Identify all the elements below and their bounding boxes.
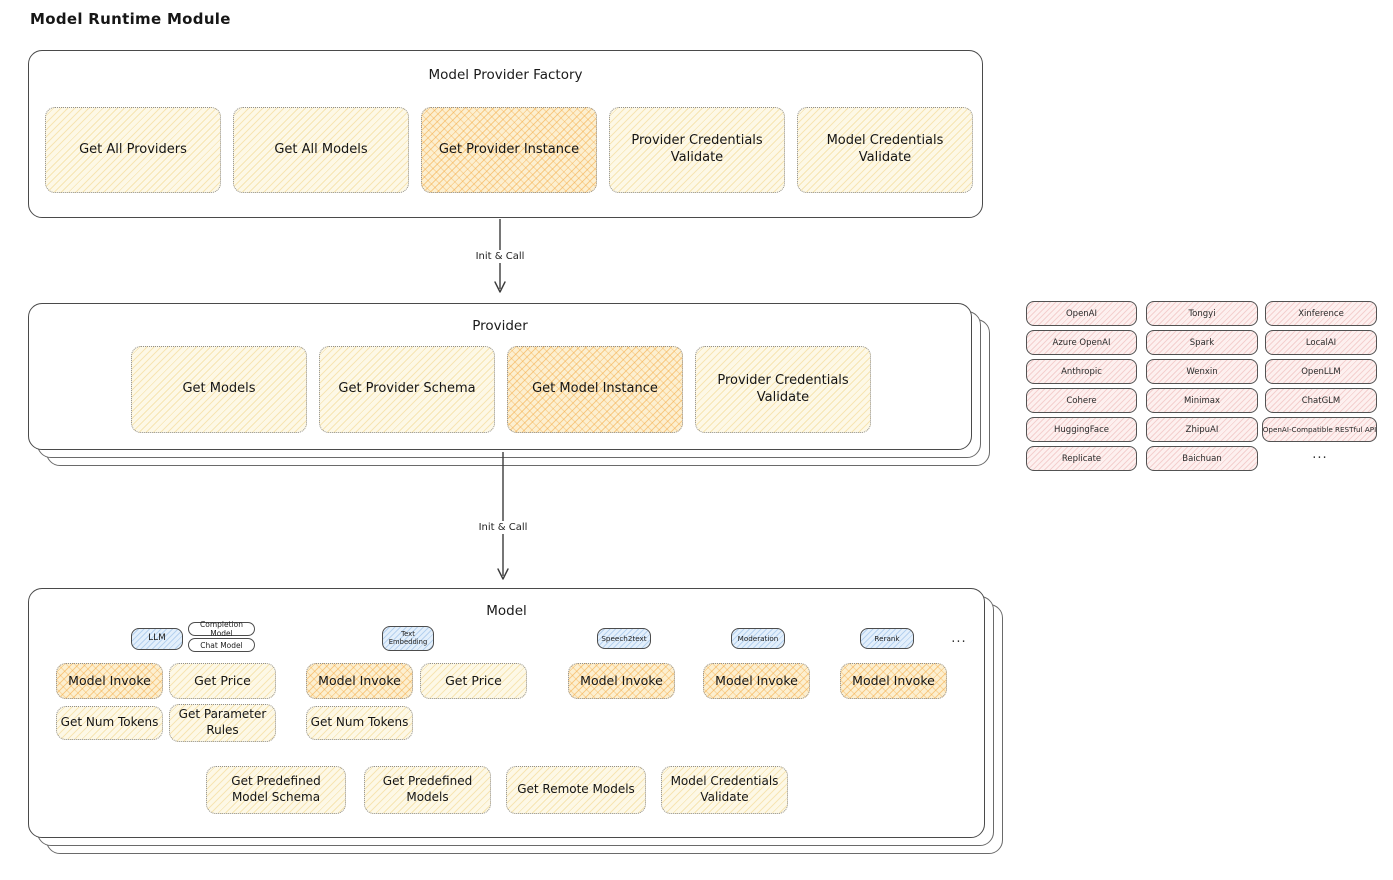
tag-llm: LLM [131, 628, 183, 650]
speech2text-model-invoke: Model Invoke [568, 663, 675, 699]
provider-get-provider-schema: Get Provider Schema [319, 346, 495, 433]
provider-get-models: Get Models [131, 346, 307, 433]
provider-pill-zhipuai: ZhipuAI [1146, 417, 1258, 442]
llm-get-parameter-rules: Get Parameter Rules [169, 704, 276, 742]
llm-get-num-tokens: Get Num Tokens [56, 706, 163, 740]
factory-get-all-models: Get All Models [233, 107, 409, 193]
provider-pill-replicate: Replicate [1026, 446, 1137, 471]
provider-pill-xinference: Xinference [1265, 301, 1377, 326]
model-tags-more-ellipsis: ... [951, 631, 967, 646]
provider-pill-spark: Spark [1146, 330, 1258, 355]
provider-pill-wenxin: Wenxin [1146, 359, 1258, 384]
provider-title: Provider [472, 318, 528, 334]
provider-pill-tongyi: Tongyi [1146, 301, 1258, 326]
provider-pill-openai-compatible: OpenAI-Compatible RESTful API [1262, 417, 1377, 442]
provider-get-model-instance: Get Model Instance [507, 346, 683, 433]
provider-pill-baichuan: Baichuan [1146, 446, 1258, 471]
tag-speech2text: Speech2text [597, 628, 651, 649]
tag-text-embedding: Text Embedding [382, 626, 434, 651]
arrow-down-icon [497, 452, 509, 580]
factory-get-all-providers: Get All Providers [45, 107, 221, 193]
tag-rerank: Rerank [860, 628, 914, 649]
factory-provider-credentials-validate: Provider Credentials Validate [609, 107, 785, 193]
provider-pill-chatglm: ChatGLM [1265, 388, 1377, 413]
get-remote-models: Get Remote Models [506, 766, 646, 814]
rerank-model-invoke: Model Invoke [840, 663, 947, 699]
init-call-label-1: Init & Call [471, 250, 529, 263]
llm-model-invoke: Model Invoke [56, 663, 163, 699]
llm-get-price: Get Price [169, 663, 276, 699]
provider-pill-openai: OpenAI [1026, 301, 1137, 326]
factory-title: Model Provider Factory [428, 67, 583, 83]
tag-chat-model: Chat Model [188, 638, 255, 652]
factory-get-provider-instance: Get Provider Instance [421, 107, 597, 193]
model-frame: Model LLM Completion Model Chat Model Te… [28, 588, 985, 838]
provider-pill-cohere: Cohere [1026, 388, 1137, 413]
model-title: Model [486, 603, 527, 619]
provider-pill-localai: LocalAI [1265, 330, 1377, 355]
provider-pill-azure-openai: Azure OpenAI [1026, 330, 1137, 355]
embedding-get-price: Get Price [420, 663, 527, 699]
factory-model-credentials-validate: Model Credentials Validate [797, 107, 973, 193]
provider-credentials-validate: Provider Credentials Validate [695, 346, 871, 433]
moderation-model-invoke: Model Invoke [703, 663, 810, 699]
provider-frame: Provider Get Models Get Provider Schema … [28, 303, 972, 450]
embedding-get-num-tokens: Get Num Tokens [306, 706, 413, 740]
provider-pill-openllm: OpenLLM [1265, 359, 1377, 384]
model-credentials-validate: Model Credentials Validate [661, 766, 788, 814]
get-predefined-models: Get Predefined Models [364, 766, 491, 814]
embedding-model-invoke: Model Invoke [306, 663, 413, 699]
init-call-label-2: Init & Call [474, 521, 532, 534]
page-title: Model Runtime Module [30, 10, 231, 28]
provider-pill-huggingface: HuggingFace [1026, 417, 1137, 442]
tag-moderation: Moderation [731, 628, 785, 649]
tag-completion-model: Completion Model [188, 620, 255, 638]
get-predefined-model-schema: Get Predefined Model Schema [206, 766, 346, 814]
provider-pill-minimax: Minimax [1146, 388, 1258, 413]
providers-more-ellipsis: ... [1312, 447, 1328, 462]
factory-frame: Model Provider Factory Get All Providers… [28, 50, 983, 218]
provider-pill-anthropic: Anthropic [1026, 359, 1137, 384]
